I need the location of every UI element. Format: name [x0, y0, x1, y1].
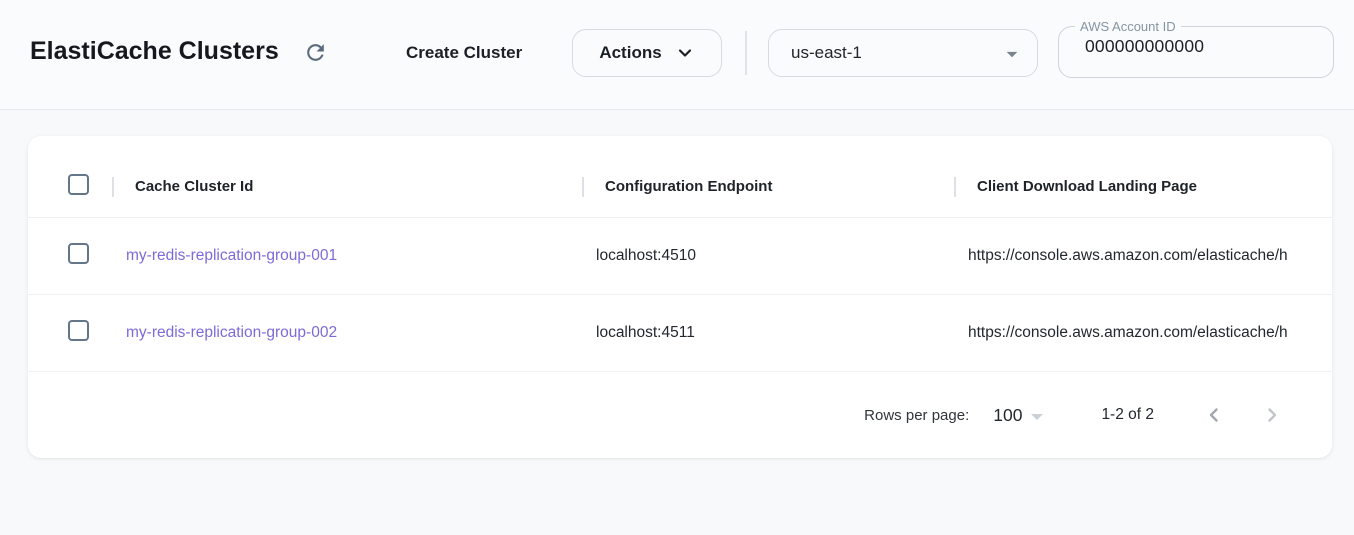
- select-all-checkbox[interactable]: [68, 173, 89, 195]
- chevron-down-icon: [675, 43, 695, 63]
- client-download-landing-page-cell: https://console.aws.amazon.com/elasticac…: [968, 247, 1288, 264]
- cache-cluster-id-cell: my-redis-replication-group-002: [113, 324, 583, 342]
- table-header-row: Cache Cluster Id Configuration Endpoint …: [28, 156, 1332, 218]
- aws-account-id-field: AWS Account ID: [1058, 19, 1334, 78]
- row-checkbox-cell: [28, 243, 113, 269]
- aws-account-id-label: AWS Account ID: [1080, 19, 1176, 34]
- toolbar-divider: [745, 31, 747, 75]
- cache-cluster-id-cell: my-redis-replication-group-001: [113, 247, 583, 265]
- row-checkbox[interactable]: [68, 320, 89, 341]
- client-download-landing-page-cell: https://console.aws.amazon.com/elasticac…: [968, 324, 1288, 341]
- cluster-id-link[interactable]: my-redis-replication-group-002: [126, 324, 338, 341]
- rows-per-page-label: Rows per page:: [864, 406, 970, 424]
- toolbar: ElastiCache Clusters Create Cluster Acti…: [0, 0, 1354, 110]
- row-checkbox-cell: [28, 320, 113, 346]
- chevron-right-icon: [1260, 403, 1284, 427]
- aws-account-id-input[interactable]: [1059, 34, 1333, 65]
- column-header-cache-cluster-id[interactable]: Cache Cluster Id: [112, 156, 583, 217]
- table-row: my-redis-replication-group-002 localhost…: [28, 295, 1332, 372]
- region-select-value: us-east-1: [791, 43, 862, 62]
- caret-down-icon: [999, 41, 1025, 72]
- create-cluster-button[interactable]: Create Cluster: [406, 30, 522, 76]
- actions-button[interactable]: Actions: [572, 29, 722, 77]
- column-header-client-download-landing-page[interactable]: Client Download Landing Page: [954, 156, 1332, 217]
- rows-per-page-value: 100: [993, 404, 1023, 425]
- rows-per-page-select[interactable]: 100: [993, 404, 1044, 426]
- clusters-table-card: Cache Cluster Id Configuration Endpoint …: [28, 136, 1332, 458]
- header-checkbox-cell: [28, 173, 113, 200]
- previous-page-button[interactable]: [1200, 401, 1228, 429]
- column-separator: [112, 177, 114, 197]
- column-separator: [582, 177, 584, 197]
- column-header-configuration-endpoint[interactable]: Configuration Endpoint: [582, 156, 955, 217]
- actions-button-label: Actions: [599, 43, 662, 62]
- next-page-button[interactable]: [1258, 401, 1286, 429]
- table-pagination: Rows per page: 100 1-2 of 2: [28, 372, 1332, 458]
- configuration-endpoint-cell: localhost:4511: [596, 324, 695, 341]
- caret-down-icon: [1031, 413, 1044, 420]
- table-row: my-redis-replication-group-001 localhost…: [28, 218, 1332, 295]
- page-title: ElastiCache Clusters: [30, 37, 279, 65]
- region-select[interactable]: us-east-1: [768, 29, 1038, 77]
- column-separator: [954, 177, 956, 197]
- pagination-range-label: 1-2 of 2: [1101, 406, 1154, 423]
- chevron-left-icon: [1202, 403, 1226, 427]
- cluster-id-link[interactable]: my-redis-replication-group-001: [126, 247, 338, 264]
- refresh-button[interactable]: [300, 39, 330, 69]
- configuration-endpoint-cell: localhost:4510: [596, 247, 696, 264]
- row-checkbox[interactable]: [68, 243, 89, 264]
- refresh-icon: [303, 40, 328, 68]
